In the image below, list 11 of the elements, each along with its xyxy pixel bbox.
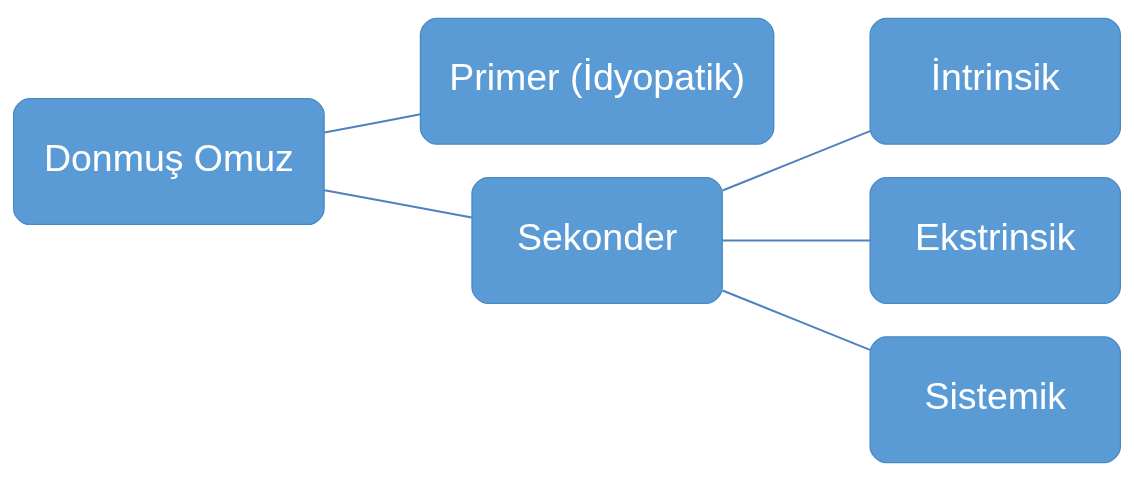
connector xyxy=(722,239,870,241)
connector xyxy=(722,129,871,191)
connector xyxy=(722,289,871,351)
node-box: Donmuş Omuz xyxy=(12,97,325,225)
node-box: Sistemik xyxy=(869,335,1122,463)
node-box: Primer (İdyopatik) xyxy=(419,17,775,145)
node-box: İntrinsik xyxy=(869,17,1122,145)
connector xyxy=(324,188,472,218)
node-box: Ekstrinsik xyxy=(869,176,1122,304)
connector xyxy=(324,112,421,133)
node-box: Sekonder xyxy=(471,176,723,304)
